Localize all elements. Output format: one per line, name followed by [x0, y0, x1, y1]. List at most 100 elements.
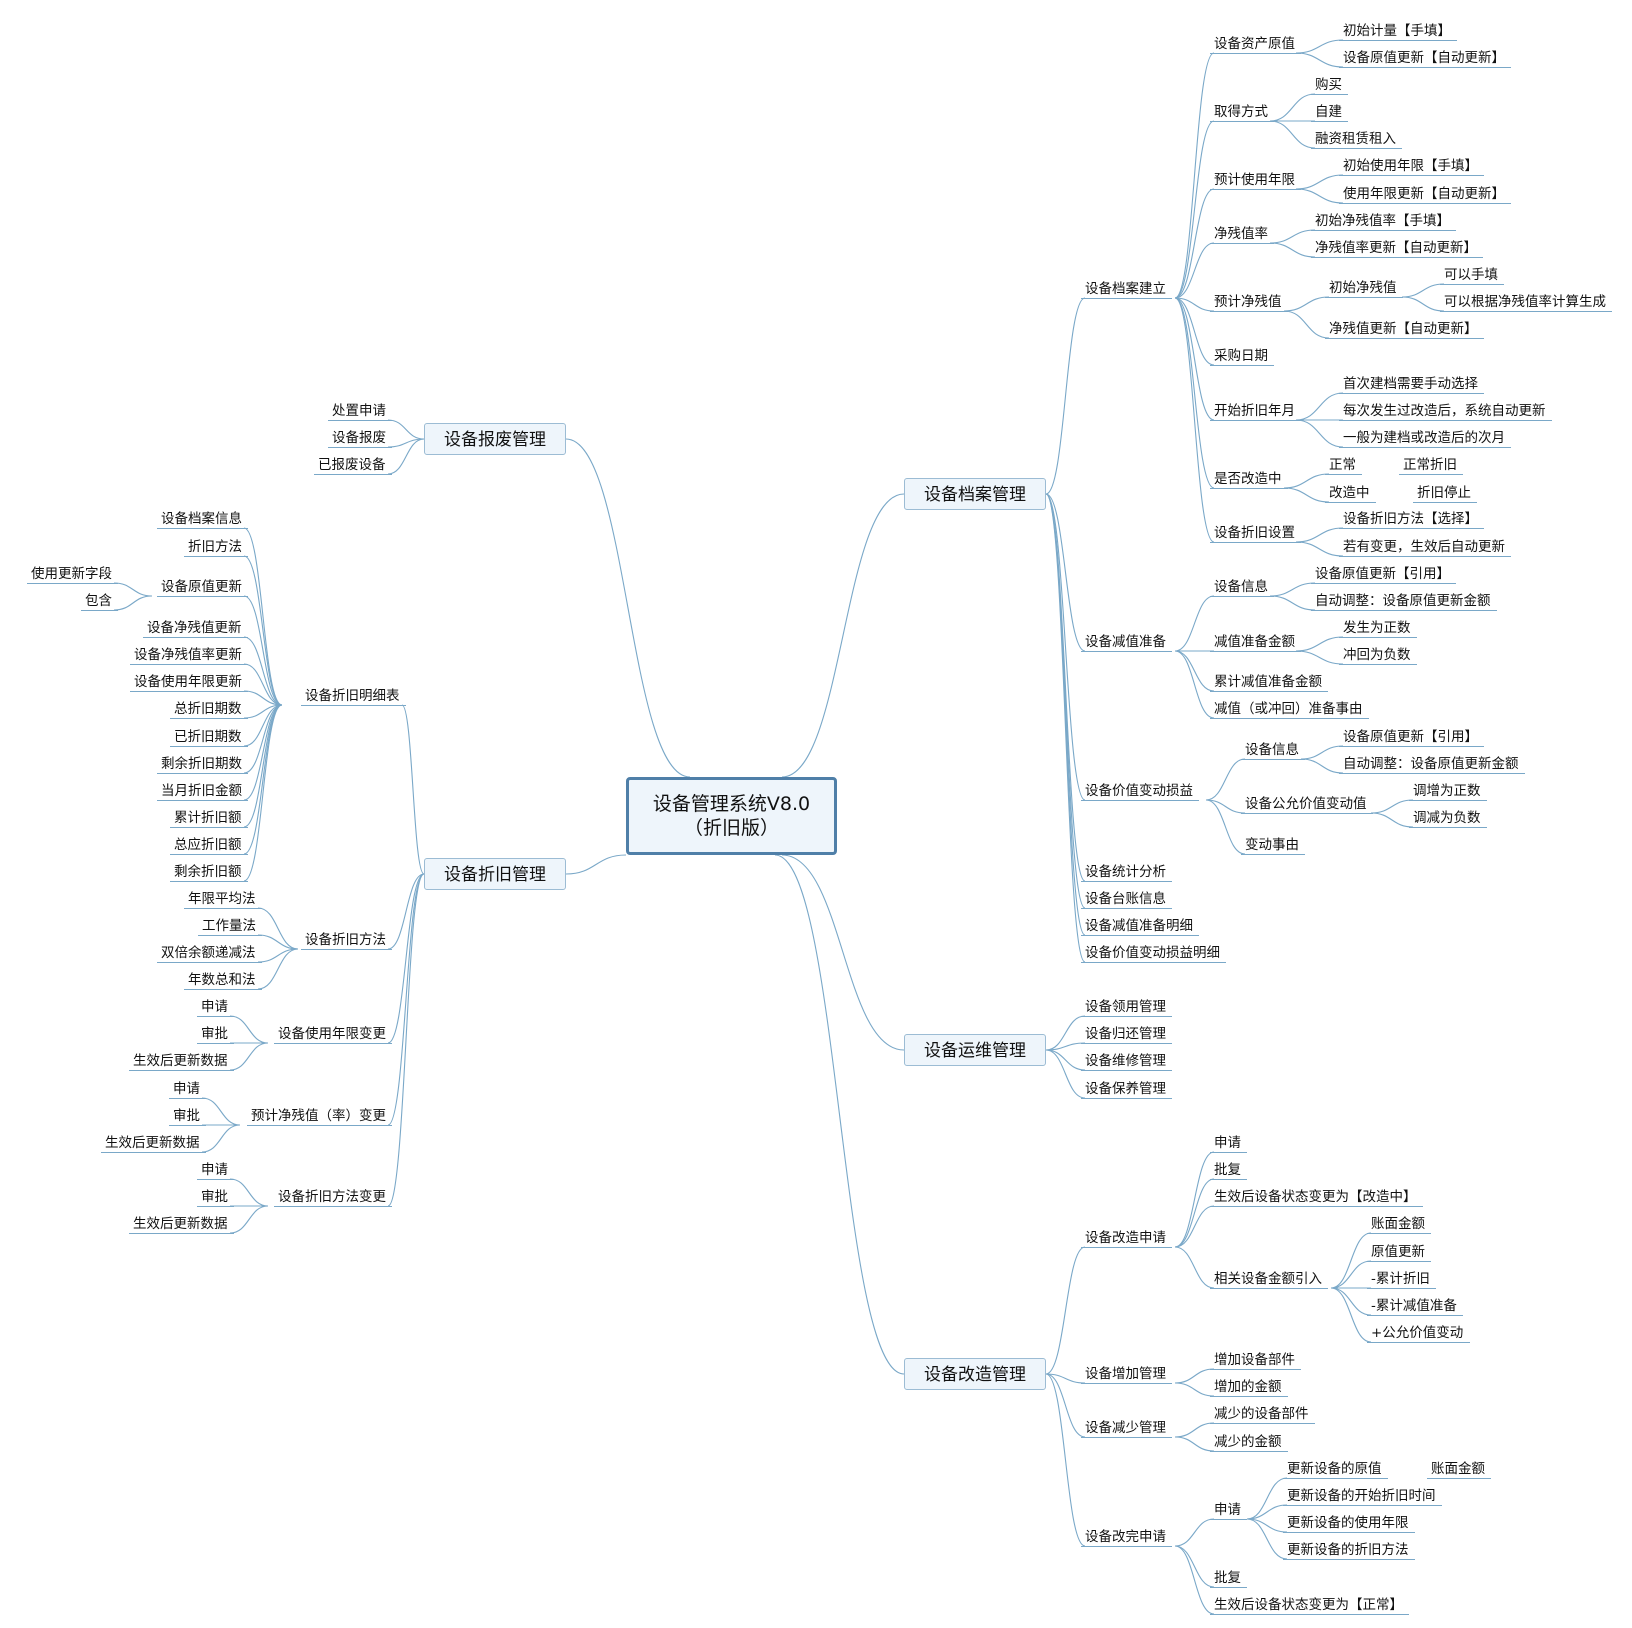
node-ledger[interactable]: 设备台账信息	[1085, 891, 1166, 907]
node-remain-depr[interactable]: 剩余折旧额	[174, 864, 242, 880]
node-add-parts[interactable]: 增加设备部件	[1214, 1352, 1295, 1368]
node-done-periods[interactable]: 已折旧期数	[174, 729, 242, 745]
node-calc-from-rate[interactable]: 可以根据净残值率计算生成	[1444, 294, 1606, 310]
node-fair-value[interactable]: 设备公允价值变动值	[1245, 796, 1367, 812]
node-imp-reason[interactable]: 减值（或冲回）准备事由	[1214, 701, 1363, 717]
node-method-approve[interactable]: 审批	[201, 1189, 228, 1205]
node-life-apply[interactable]: 申请	[201, 999, 228, 1015]
node-life-upd[interactable]: 设备使用年限更新	[134, 674, 242, 690]
node-archive-mgmt[interactable]: 设备档案管理	[904, 478, 1046, 510]
node-finance-lease[interactable]: 融资租赁租入	[1315, 131, 1396, 147]
node-use-update-field[interactable]: 使用更新字段	[31, 566, 112, 582]
node-expected-salvage[interactable]: 预计净残值	[1214, 294, 1282, 310]
node-depr-mgmt[interactable]: 设备折旧管理	[424, 858, 566, 890]
node-normal-depr[interactable]: 正常折旧	[1403, 457, 1457, 473]
node-book-amount[interactable]: 账面金额	[1371, 1216, 1425, 1232]
root-node[interactable]: 设备管理系统V8.0 （折旧版）	[626, 777, 837, 855]
node-original-value-update[interactable]: 设备原值更新【自动更新】	[1343, 50, 1505, 66]
node-completion-book-amount[interactable]: 账面金额	[1431, 1461, 1485, 1477]
node-life-update[interactable]: 使用年限更新【自动更新】	[1343, 186, 1505, 202]
node-salvage-apply[interactable]: 申请	[173, 1081, 200, 1097]
node-ops-maintenance[interactable]: 设备保养管理	[1085, 1081, 1166, 1097]
node-scrap-mgmt[interactable]: 设备报废管理	[424, 423, 566, 455]
node-minus-acc-depr[interactable]: -累计折旧	[1371, 1271, 1430, 1287]
node-normal[interactable]: 正常	[1329, 457, 1356, 473]
node-salvage-effective[interactable]: 生效后更新数据	[105, 1135, 200, 1151]
node-auto-after-change[interactable]: 若有变更，生效后自动更新	[1343, 539, 1505, 555]
node-plus-fair-value[interactable]: +公允价值变动	[1371, 1325, 1464, 1341]
node-update-start-time[interactable]: 更新设备的开始折旧时间	[1287, 1488, 1436, 1504]
node-life-effective[interactable]: 生效后更新数据	[133, 1053, 228, 1069]
node-month-amount[interactable]: 当月折旧金额	[161, 783, 242, 799]
node-vc-reason[interactable]: 变动事由	[1245, 837, 1299, 853]
node-next-month[interactable]: 一般为建档或改造后的次月	[1343, 430, 1505, 446]
node-completion-apply[interactable]: 设备改完申请	[1085, 1529, 1166, 1545]
node-reduce-amount[interactable]: 减少的金额	[1214, 1434, 1282, 1450]
node-completion-approve[interactable]: 批复	[1214, 1570, 1241, 1586]
node-self-built[interactable]: 自建	[1315, 104, 1342, 120]
node-initial-life[interactable]: 初始使用年限【手填】	[1343, 158, 1478, 174]
node-retrofit-mgmt[interactable]: 设备改造管理	[904, 1358, 1046, 1390]
node-units-of-production[interactable]: 工作量法	[202, 918, 256, 934]
node-depr-start-month[interactable]: 开始折旧年月	[1214, 403, 1295, 419]
node-initial-measure[interactable]: 初始计量【手填】	[1343, 23, 1451, 39]
node-imp-negative[interactable]: 冲回为负数	[1343, 647, 1411, 663]
node-imp-device-info[interactable]: 设备信息	[1214, 579, 1268, 595]
node-remain-periods[interactable]: 剩余折旧期数	[161, 756, 242, 772]
node-salvage-approve[interactable]: 审批	[173, 1108, 200, 1124]
node-salvage-change[interactable]: 预计净残值（率）变更	[251, 1108, 386, 1124]
node-retrofit-status[interactable]: 生效后设备状态变更为【改造中】	[1214, 1189, 1417, 1205]
node-add-mgmt[interactable]: 设备增加管理	[1085, 1366, 1166, 1382]
node-imp-accumulated[interactable]: 累计减值准备金额	[1214, 674, 1322, 690]
node-depr-methods[interactable]: 设备折旧方法	[305, 932, 386, 948]
node-minus-acc-imp[interactable]: -累计减值准备	[1371, 1298, 1457, 1314]
node-imp-auto-adjust[interactable]: 自动调整：设备原值更新金额	[1315, 593, 1491, 609]
node-initial-salvage[interactable]: 初始净残值	[1329, 280, 1397, 296]
node-purchase[interactable]: 购买	[1315, 77, 1342, 93]
node-contains[interactable]: 包含	[85, 593, 112, 609]
node-salvage-rate[interactable]: 净残值率	[1214, 226, 1268, 242]
node-ops-mgmt[interactable]: 设备运维管理	[904, 1034, 1046, 1066]
node-vc-ref[interactable]: 设备原值更新【引用】	[1343, 729, 1478, 745]
node-reduce-mgmt[interactable]: 设备减少管理	[1085, 1420, 1166, 1436]
node-imp-positive[interactable]: 发生为正数	[1343, 620, 1411, 636]
node-retrofit-request[interactable]: 申请	[1214, 1135, 1241, 1151]
node-salvage-rate-upd[interactable]: 设备净残值率更新	[134, 647, 242, 663]
node-depr-settings[interactable]: 设备折旧设置	[1214, 525, 1295, 541]
node-asset-original-value[interactable]: 设备资产原值	[1214, 36, 1295, 52]
node-depr-method-select[interactable]: 设备折旧方法【选择】	[1343, 511, 1478, 527]
node-statistics[interactable]: 设备统计分析	[1085, 864, 1166, 880]
node-initial-salvage-rate[interactable]: 初始净残值率【手填】	[1315, 213, 1450, 229]
node-method-apply[interactable]: 申请	[201, 1162, 228, 1178]
node-add-amount[interactable]: 增加的金额	[1214, 1379, 1282, 1395]
node-original-update[interactable]: 原值更新	[1371, 1244, 1425, 1260]
node-update-method[interactable]: 更新设备的折旧方法	[1287, 1542, 1409, 1558]
node-disposal-apply[interactable]: 处置申请	[332, 403, 386, 419]
node-update-original[interactable]: 更新设备的原值	[1287, 1461, 1382, 1477]
node-fv-decrease[interactable]: 调减为负数	[1413, 810, 1481, 826]
node-scrap[interactable]: 设备报废	[332, 430, 386, 446]
node-manual-fill[interactable]: 可以手填	[1444, 267, 1498, 283]
node-expected-life[interactable]: 预计使用年限	[1214, 172, 1295, 188]
node-total-depreciable[interactable]: 总应折旧额	[174, 837, 242, 853]
node-archive-info[interactable]: 设备档案信息	[161, 511, 242, 527]
node-completion-status[interactable]: 生效后设备状态变更为【正常】	[1214, 1597, 1403, 1613]
node-method-change[interactable]: 设备折旧方法变更	[278, 1189, 386, 1205]
node-retrofitting[interactable]: 改造中	[1329, 485, 1370, 501]
node-acc-depr[interactable]: 累计折旧额	[174, 810, 242, 826]
node-completion-request[interactable]: 申请	[1214, 1502, 1241, 1518]
node-straight-line[interactable]: 年限平均法	[188, 891, 256, 907]
node-retrofit-approve[interactable]: 批复	[1214, 1162, 1241, 1178]
node-reduce-parts[interactable]: 减少的设备部件	[1214, 1406, 1309, 1422]
node-ops-repair[interactable]: 设备维修管理	[1085, 1053, 1166, 1069]
node-auto-after-retrofit[interactable]: 每次发生过改造后，系统自动更新	[1343, 403, 1546, 419]
node-impairment[interactable]: 设备减值准备	[1085, 634, 1166, 650]
node-impairment-detail[interactable]: 设备减值准备明细	[1085, 918, 1193, 934]
node-salvage-rate-update[interactable]: 净残值率更新【自动更新】	[1315, 240, 1477, 256]
node-total-periods[interactable]: 总折旧期数	[174, 701, 242, 717]
node-acquisition-method[interactable]: 取得方式	[1214, 104, 1268, 120]
node-original-value-upd[interactable]: 设备原值更新	[161, 579, 242, 595]
node-life-change[interactable]: 设备使用年限变更	[278, 1026, 386, 1042]
node-update-life[interactable]: 更新设备的使用年限	[1287, 1515, 1409, 1531]
node-method-effective[interactable]: 生效后更新数据	[133, 1216, 228, 1232]
